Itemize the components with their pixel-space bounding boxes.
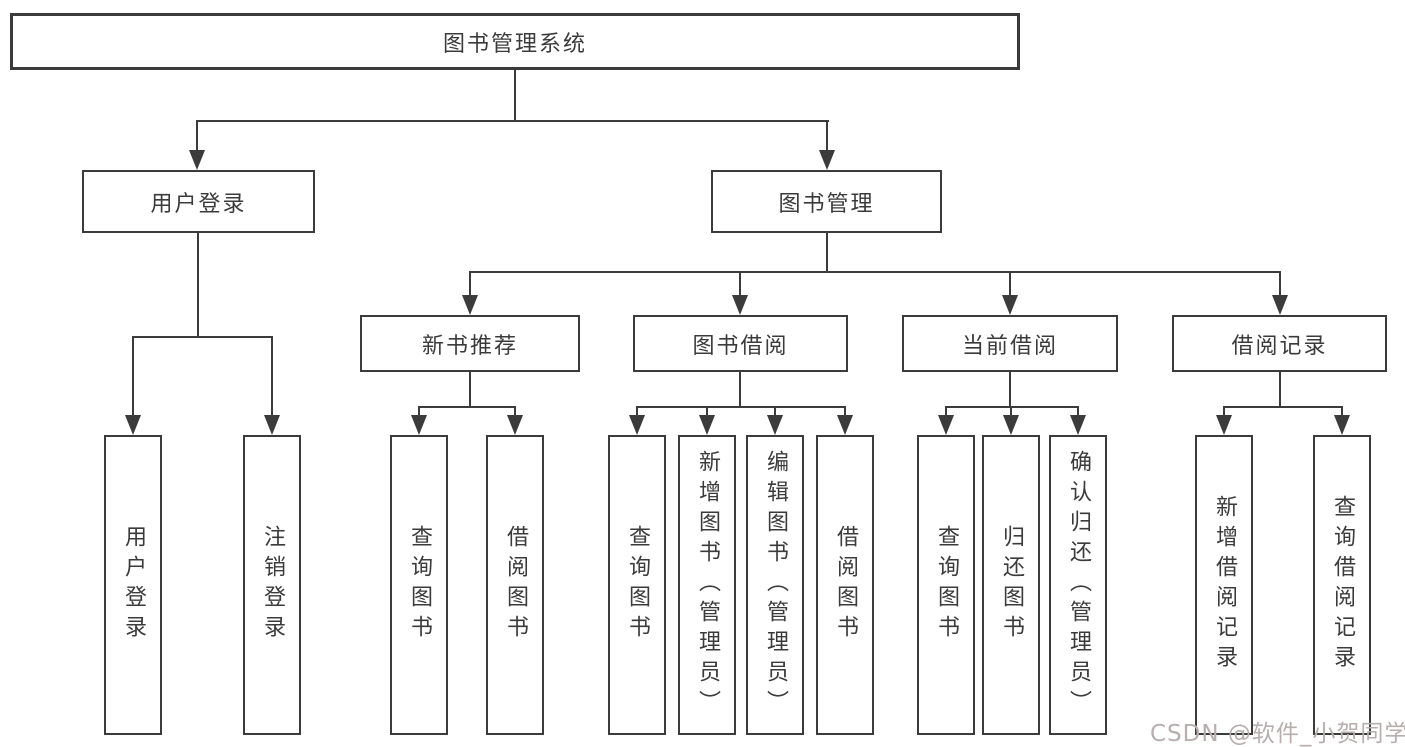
node-query-borrow-record: 查询借阅记录 bbox=[1313, 435, 1371, 735]
connector-line bbox=[1223, 406, 1225, 418]
node-label: 编辑图书（管理员） bbox=[763, 450, 788, 720]
node-add-books-admin: 新增图书（管理员） bbox=[678, 435, 736, 735]
node-label: 图书借阅 bbox=[692, 333, 789, 359]
connector-line bbox=[132, 336, 134, 418]
node-label: 查询图书 bbox=[934, 525, 959, 645]
node-label: 借阅图书 bbox=[503, 525, 528, 645]
connector-line bbox=[1279, 271, 1281, 297]
arrow-down-icon bbox=[699, 415, 715, 435]
connector-line bbox=[1009, 372, 1011, 408]
arrow-down-icon bbox=[1334, 415, 1350, 435]
connector-line bbox=[739, 372, 741, 408]
node-label: 图书管理 bbox=[778, 191, 875, 217]
connector-line bbox=[844, 406, 846, 418]
connector-line bbox=[514, 406, 516, 418]
connector-line bbox=[774, 406, 776, 418]
node-confirm-return-admin: 确认归还（管理员） bbox=[1049, 435, 1107, 735]
connector-line bbox=[826, 233, 828, 272]
node-borrowing-records: 借阅记录 bbox=[1172, 315, 1387, 372]
arrow-down-icon bbox=[819, 150, 835, 170]
node-add-borrow-record: 新增借阅记录 bbox=[1195, 435, 1253, 735]
connector-line bbox=[418, 406, 516, 408]
node-label: 借阅图书 bbox=[833, 525, 858, 645]
node-query-books: 查询图书 bbox=[917, 435, 975, 735]
connector-line bbox=[1010, 406, 1012, 418]
node-label: 当前借阅 bbox=[961, 333, 1058, 359]
arrow-down-icon bbox=[1272, 295, 1288, 315]
connector-line bbox=[636, 406, 846, 408]
connector-line bbox=[418, 406, 420, 418]
arrow-down-icon bbox=[189, 150, 205, 170]
connector-line bbox=[514, 70, 516, 120]
connector-line bbox=[945, 406, 947, 418]
node-return-books: 归还图书 bbox=[982, 435, 1040, 735]
connector-line bbox=[196, 120, 198, 152]
connector-line bbox=[1223, 406, 1343, 408]
node-label: 查询图书 bbox=[407, 525, 432, 645]
connector-line bbox=[636, 406, 638, 418]
arrow-down-icon bbox=[507, 415, 523, 435]
connector-line bbox=[196, 120, 829, 122]
connector-line bbox=[1341, 406, 1343, 418]
arrow-down-icon bbox=[462, 295, 478, 315]
node-label: 归还图书 bbox=[999, 525, 1024, 645]
node-book-management: 图书管理 bbox=[711, 170, 942, 233]
connector-line bbox=[469, 372, 471, 408]
node-borrow-books: 借阅图书 bbox=[816, 435, 874, 735]
node-label: 查询借阅记录 bbox=[1330, 495, 1355, 675]
node-query-books: 查询图书 bbox=[390, 435, 448, 735]
node-label: 新增图书（管理员） bbox=[695, 450, 720, 720]
arrow-down-icon bbox=[1002, 295, 1018, 315]
arrow-down-icon bbox=[411, 415, 427, 435]
connector-line bbox=[197, 233, 199, 336]
arrow-down-icon bbox=[938, 415, 954, 435]
node-library-management-system: 图书管理系统 bbox=[10, 13, 1020, 70]
connector-line bbox=[1009, 271, 1011, 297]
node-label: 新增借阅记录 bbox=[1212, 495, 1237, 675]
node-label: 借阅记录 bbox=[1231, 333, 1328, 359]
arrow-down-icon bbox=[1070, 415, 1086, 435]
arrow-down-icon bbox=[732, 295, 748, 315]
arrow-down-icon bbox=[629, 415, 645, 435]
node-label: 确认归还（管理员） bbox=[1066, 450, 1091, 720]
arrow-down-icon bbox=[1003, 415, 1019, 435]
node-label: 查询图书 bbox=[625, 525, 650, 645]
node-new-book-recommendation: 新书推荐 bbox=[360, 315, 580, 372]
node-label: 用户登录 bbox=[150, 191, 247, 217]
connector-line bbox=[739, 271, 741, 297]
connector-line bbox=[132, 336, 273, 338]
connector-line bbox=[1279, 372, 1281, 408]
arrow-down-icon bbox=[264, 415, 280, 435]
arrow-down-icon bbox=[767, 415, 783, 435]
node-user-login: 用户登录 bbox=[104, 435, 162, 735]
connector-line bbox=[469, 271, 1281, 273]
node-user-login-group: 用户登录 bbox=[82, 170, 315, 233]
node-label: 新书推荐 bbox=[421, 333, 518, 359]
arrow-down-icon bbox=[125, 415, 141, 435]
arrow-down-icon bbox=[1216, 415, 1232, 435]
node-label: 图书管理系统 bbox=[442, 31, 587, 57]
node-current-borrowing: 当前借阅 bbox=[902, 315, 1118, 372]
node-label: 用户登录 bbox=[121, 525, 146, 645]
connector-line bbox=[1077, 406, 1079, 418]
connector-line bbox=[706, 406, 708, 418]
connector-line bbox=[271, 336, 273, 418]
connector-line bbox=[945, 406, 1079, 408]
node-borrow-books: 借阅图书 bbox=[486, 435, 544, 735]
node-logout: 注销登录 bbox=[243, 435, 301, 735]
node-book-borrowing: 图书借阅 bbox=[633, 315, 848, 372]
node-edit-books-admin: 编辑图书（管理员） bbox=[746, 435, 804, 735]
node-query-books: 查询图书 bbox=[608, 435, 666, 735]
connector-line bbox=[826, 120, 828, 152]
csdn-watermark: CSDN @软件_小贺同学 bbox=[1150, 721, 1405, 747]
node-label: 注销登录 bbox=[260, 525, 285, 645]
arrow-down-icon bbox=[837, 415, 853, 435]
connector-line bbox=[469, 271, 471, 297]
